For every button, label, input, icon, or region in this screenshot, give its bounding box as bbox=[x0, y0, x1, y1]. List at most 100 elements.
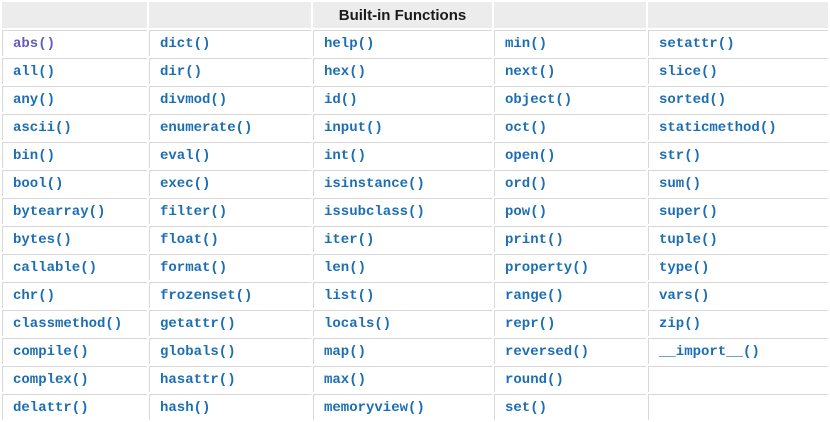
function-link[interactable]: slice() bbox=[659, 64, 718, 80]
table-header: Built-in Functions bbox=[2, 2, 828, 28]
table-cell: frozenset() bbox=[149, 282, 311, 308]
function-link[interactable]: issubclass() bbox=[324, 204, 425, 220]
function-link[interactable]: __import__() bbox=[659, 344, 760, 360]
function-link[interactable]: getattr() bbox=[160, 316, 236, 332]
function-link[interactable]: divmod() bbox=[160, 92, 228, 108]
function-link[interactable]: property() bbox=[505, 260, 590, 276]
header-cell-empty-4 bbox=[494, 2, 646, 28]
function-link[interactable]: sorted() bbox=[659, 92, 727, 108]
function-link[interactable]: input() bbox=[324, 120, 383, 136]
function-link[interactable]: round() bbox=[505, 372, 564, 388]
function-link[interactable]: map() bbox=[324, 344, 367, 360]
table-cell: filter() bbox=[149, 198, 311, 224]
function-link[interactable]: int() bbox=[324, 148, 367, 164]
function-link[interactable]: format() bbox=[160, 260, 228, 276]
function-link[interactable]: any() bbox=[13, 92, 56, 108]
table-cell: id() bbox=[313, 86, 492, 112]
table-cell: bin() bbox=[2, 142, 147, 168]
table-cell: complex() bbox=[2, 366, 147, 392]
table-cell: sum() bbox=[648, 170, 828, 196]
function-link[interactable]: complex() bbox=[13, 372, 89, 388]
function-link[interactable]: enumerate() bbox=[160, 120, 253, 136]
function-link[interactable]: chr() bbox=[13, 288, 56, 304]
header-cell-empty-5 bbox=[648, 2, 828, 28]
table-cell: slice() bbox=[648, 58, 828, 84]
table-row: abs() dict() help() min() setattr() bbox=[2, 30, 828, 56]
function-link[interactable]: help() bbox=[324, 36, 375, 52]
function-link[interactable]: vars() bbox=[659, 288, 710, 304]
function-link[interactable]: sum() bbox=[659, 176, 702, 192]
table-cell: round() bbox=[494, 366, 646, 392]
function-link[interactable]: callable() bbox=[13, 260, 98, 276]
table-cell: print() bbox=[494, 226, 646, 252]
function-link[interactable]: min() bbox=[505, 36, 548, 52]
table-row: classmethod() getattr() locals() repr() zip(… bbox=[2, 310, 828, 336]
table-cell: input() bbox=[313, 114, 492, 140]
function-link[interactable]: hasattr() bbox=[160, 372, 236, 388]
function-link[interactable]: repr() bbox=[505, 316, 556, 332]
table-row: delattr() hash() memoryview() set() bbox=[2, 394, 828, 420]
function-link[interactable]: staticmethod() bbox=[659, 120, 777, 136]
function-link[interactable]: filter() bbox=[160, 204, 228, 220]
table-cell: getattr() bbox=[149, 310, 311, 336]
function-link[interactable]: bytes() bbox=[13, 232, 72, 248]
function-link[interactable]: classmethod() bbox=[13, 316, 123, 332]
table-cell: hex() bbox=[313, 58, 492, 84]
table-cell: globals() bbox=[149, 338, 311, 364]
table-cell: int() bbox=[313, 142, 492, 168]
function-link[interactable]: type() bbox=[659, 260, 710, 276]
function-link[interactable]: str() bbox=[659, 148, 702, 164]
function-link[interactable]: ord() bbox=[505, 176, 548, 192]
function-link[interactable]: abs() bbox=[13, 36, 56, 52]
table-cell: hasattr() bbox=[149, 366, 311, 392]
function-link[interactable]: eval() bbox=[160, 148, 211, 164]
header-cell-empty-1 bbox=[2, 2, 147, 28]
function-link[interactable]: dict() bbox=[160, 36, 211, 52]
function-link[interactable]: set() bbox=[505, 400, 548, 416]
function-link[interactable]: delattr() bbox=[13, 400, 89, 416]
function-link[interactable]: iter() bbox=[324, 232, 375, 248]
table-cell: bytes() bbox=[2, 226, 147, 252]
table-cell: any() bbox=[2, 86, 147, 112]
function-link[interactable]: reversed() bbox=[505, 344, 590, 360]
function-link[interactable]: pow() bbox=[505, 204, 548, 220]
table-row: complex() hasattr() max() round() bbox=[2, 366, 828, 392]
table-cell: chr() bbox=[2, 282, 147, 308]
function-link[interactable]: oct() bbox=[505, 120, 548, 136]
function-link[interactable]: super() bbox=[659, 204, 718, 220]
function-link[interactable]: isinstance() bbox=[324, 176, 425, 192]
function-link[interactable]: bytearray() bbox=[13, 204, 106, 220]
function-link[interactable]: zip() bbox=[659, 316, 702, 332]
table-cell: classmethod() bbox=[2, 310, 147, 336]
function-link[interactable]: object() bbox=[505, 92, 573, 108]
function-link[interactable]: locals() bbox=[324, 316, 392, 332]
table-cell bbox=[648, 394, 828, 420]
function-link[interactable]: open() bbox=[505, 148, 556, 164]
function-link[interactable]: print() bbox=[505, 232, 564, 248]
function-link[interactable]: list() bbox=[324, 288, 375, 304]
table-row: any() divmod() id() object() sorted() bbox=[2, 86, 828, 112]
function-link[interactable]: next() bbox=[505, 64, 556, 80]
function-link[interactable]: bin() bbox=[13, 148, 56, 164]
function-link[interactable]: max() bbox=[324, 372, 367, 388]
table-cell: setattr() bbox=[648, 30, 828, 56]
function-link[interactable]: dir() bbox=[160, 64, 203, 80]
function-link[interactable]: frozenset() bbox=[160, 288, 253, 304]
function-link[interactable]: len() bbox=[324, 260, 367, 276]
table-cell: max() bbox=[313, 366, 492, 392]
function-link[interactable]: range() bbox=[505, 288, 564, 304]
table-cell: iter() bbox=[313, 226, 492, 252]
function-link[interactable]: id() bbox=[324, 92, 358, 108]
function-link[interactable]: exec() bbox=[160, 176, 211, 192]
function-link[interactable]: setattr() bbox=[659, 36, 735, 52]
function-link[interactable]: globals() bbox=[160, 344, 236, 360]
function-link[interactable]: hex() bbox=[324, 64, 367, 80]
function-link[interactable]: hash() bbox=[160, 400, 211, 416]
function-link[interactable]: float() bbox=[160, 232, 219, 248]
function-link[interactable]: compile() bbox=[13, 344, 89, 360]
function-link[interactable]: memoryview() bbox=[324, 400, 425, 416]
function-link[interactable]: tuple() bbox=[659, 232, 718, 248]
function-link[interactable]: ascii() bbox=[13, 120, 72, 136]
function-link[interactable]: bool() bbox=[13, 176, 64, 192]
function-link[interactable]: all() bbox=[13, 64, 56, 80]
